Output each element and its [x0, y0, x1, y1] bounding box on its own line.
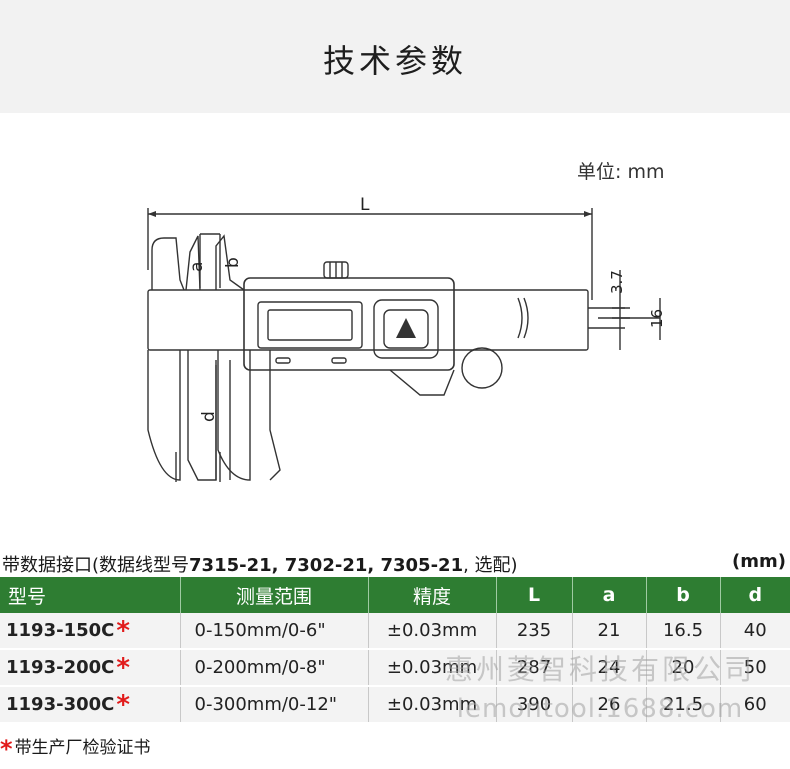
cell-accuracy: ±0.03mm	[368, 649, 497, 687]
cell-accuracy: ±0.03mm	[368, 686, 497, 724]
cell-L: 390	[496, 686, 573, 724]
certificate-star-icon: *	[116, 652, 130, 683]
cell-L: 287	[496, 649, 573, 687]
caption-suffix: , 选配)	[463, 555, 518, 576]
cell-d: 60	[720, 686, 790, 724]
cell-range: 0-300mm/0-12"	[180, 686, 369, 724]
header-model: 型号	[0, 577, 181, 613]
table-row: 1193-200C* 0-200mm/0-8" ±0.03mm 287 24 2…	[0, 649, 790, 687]
label-16: 16	[648, 309, 666, 328]
cell-range: 0-200mm/0-8"	[180, 649, 369, 687]
cell-model: 1193-300C*	[0, 686, 181, 724]
header-L: L	[496, 577, 573, 613]
table-caption: 带数据接口(数据线型号7315-21, 7302-21, 7305-21, 选配…	[2, 551, 518, 577]
certificate-star-icon: *	[116, 615, 130, 646]
cell-b: 16.5	[646, 613, 721, 650]
caliper-drawing: L a b d 3.7 16	[147, 195, 666, 482]
cell-d: 50	[720, 649, 790, 687]
label-L: L	[360, 195, 370, 215]
cell-accuracy: ±0.03mm	[368, 613, 497, 650]
footnote-star-icon: *	[0, 735, 13, 763]
label-3-7: 3.7	[608, 270, 626, 294]
cell-L: 235	[496, 613, 573, 650]
header-accuracy: 精度	[368, 577, 497, 613]
footnote: *带生产厂检验证书	[0, 733, 151, 763]
cell-model: 1193-200C*	[0, 649, 181, 687]
cell-d: 40	[720, 613, 790, 650]
model-code: 1193-200C	[6, 656, 115, 678]
title-banner: 技术参数	[0, 0, 790, 113]
label-a: a	[187, 262, 207, 272]
header-a: a	[572, 577, 647, 613]
model-code: 1193-150C	[6, 619, 115, 641]
header-d: d	[720, 577, 790, 613]
cell-range: 0-150mm/0-6"	[180, 613, 369, 650]
spec-table: 型号 测量范围 精度 L a b d 1193-150C* 0-150mm/0-…	[0, 577, 790, 724]
header-b: b	[646, 577, 721, 613]
cell-a: 26	[572, 686, 647, 724]
table-header-row: 型号 测量范围 精度 L a b d	[0, 577, 790, 613]
label-b: b	[223, 257, 243, 268]
footnote-text: 带生产厂检验证书	[14, 738, 151, 758]
unit-label: 单位: mm	[577, 161, 665, 183]
caliper-diagram: L a b d 3.7 16	[120, 190, 680, 494]
table-row: 1193-300C* 0-300mm/0-12" ±0.03mm 390 26 …	[0, 686, 790, 724]
page-title: 技术参数	[322, 42, 467, 80]
model-code: 1193-300C	[6, 693, 115, 715]
certificate-star-icon: *	[116, 689, 130, 720]
cell-b: 20	[646, 649, 721, 687]
cell-model: 1193-150C*	[0, 613, 181, 650]
table-unit: (mm)	[732, 551, 786, 572]
caption-models: 7315-21, 7302-21, 7305-21	[189, 555, 464, 576]
caption-prefix: 带数据接口(数据线型号	[2, 555, 190, 576]
table-row: 1193-150C* 0-150mm/0-6" ±0.03mm 235 21 1…	[0, 613, 790, 650]
cell-a: 24	[572, 649, 647, 687]
cell-a: 21	[572, 613, 647, 650]
cell-b: 21.5	[646, 686, 721, 724]
header-range: 测量范围	[180, 577, 369, 613]
label-d: d	[199, 411, 219, 422]
